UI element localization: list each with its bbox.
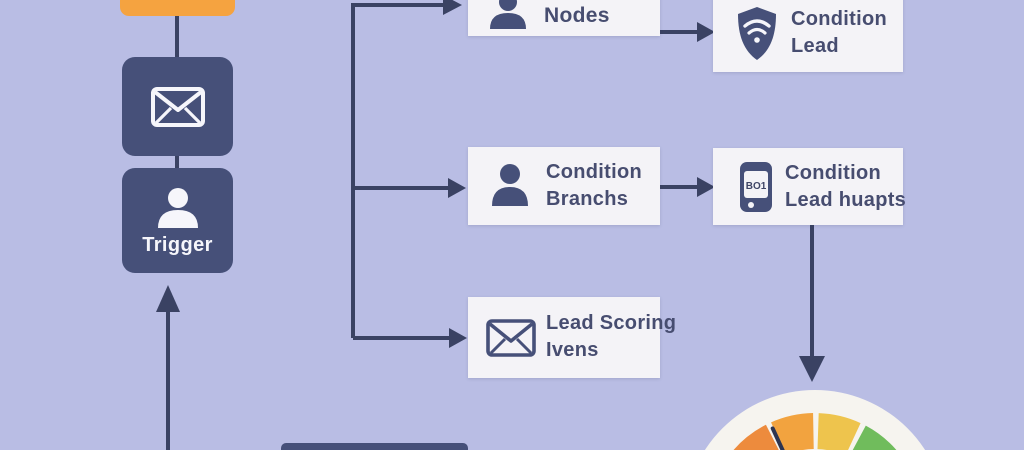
condition-lead-huapts-card[interactable]: BO1 Condition Lead huapts bbox=[713, 148, 906, 225]
branch-line-top bbox=[351, 3, 443, 338]
orange-start-node[interactable] bbox=[120, 0, 235, 16]
condition-branchs-label: Condition Branchs bbox=[546, 159, 642, 213]
arrowhead-right-top-icon bbox=[443, 0, 462, 15]
lead-scoring-label: Lead Scoring Ivens bbox=[546, 310, 676, 364]
condition-lead-line1: Condition bbox=[791, 8, 888, 30]
lead-scoring-line2: Ivens bbox=[546, 339, 599, 361]
envelope-icon bbox=[150, 86, 205, 127]
arrowhead-up-icon bbox=[156, 285, 180, 312]
gauge-segment-orange bbox=[733, 424, 780, 450]
arrowhead-right-middle-icon bbox=[448, 178, 466, 198]
bottom-partial-node[interactable] bbox=[281, 443, 468, 450]
person-icon bbox=[492, 164, 528, 206]
nodes-card-label: Nodes bbox=[544, 4, 610, 27]
gauge-needle bbox=[770, 426, 785, 450]
trigger-node[interactable]: Trigger bbox=[122, 168, 233, 273]
nodes-card[interactable]: Nodes bbox=[468, 0, 660, 36]
lead-scoring-line1: Lead Scoring bbox=[546, 312, 677, 334]
condition-branchs-line2: Branchs bbox=[546, 188, 629, 210]
gauge-segment-green bbox=[852, 425, 897, 450]
email-node[interactable] bbox=[122, 57, 233, 156]
arrowheads bbox=[156, 0, 825, 382]
condition-lead-line2: Lead bbox=[791, 35, 839, 57]
condition-lead-huapts-line1: Condition bbox=[785, 162, 882, 184]
arrowhead-right-bottom-icon bbox=[449, 328, 467, 348]
condition-lead-huapts-line2: Lead huapts bbox=[785, 189, 907, 211]
gauge-segment-yellow bbox=[816, 413, 861, 450]
phone-badge-text: BO1 bbox=[746, 181, 767, 192]
condition-lead-huapts-label: Condition Lead huapts bbox=[785, 160, 906, 214]
condition-lead-card[interactable]: Condition Lead bbox=[713, 0, 903, 72]
person-icon bbox=[490, 0, 526, 29]
gauge-segment-amber bbox=[771, 413, 815, 450]
condition-branchs-line1: Condition bbox=[546, 161, 643, 183]
trigger-label: Trigger bbox=[142, 234, 213, 256]
arrowhead-down-gauge-icon bbox=[799, 356, 825, 382]
lead-score-gauge bbox=[704, 390, 926, 450]
envelope-icon bbox=[486, 319, 536, 357]
lead-scoring-card[interactable]: Lead Scoring Ivens bbox=[468, 297, 676, 378]
arrowhead-right-huapts-icon bbox=[697, 177, 715, 197]
gauge-dial bbox=[704, 390, 926, 450]
phone-bot-icon: BO1 bbox=[740, 162, 772, 212]
person-icon bbox=[157, 188, 198, 228]
condition-branchs-card[interactable]: Condition Branchs bbox=[468, 147, 660, 225]
shield-wifi-icon bbox=[738, 7, 776, 60]
connectors bbox=[166, 3, 814, 450]
condition-lead-label: Condition Lead bbox=[791, 6, 887, 60]
arrowhead-right-lead-icon bbox=[697, 22, 715, 42]
